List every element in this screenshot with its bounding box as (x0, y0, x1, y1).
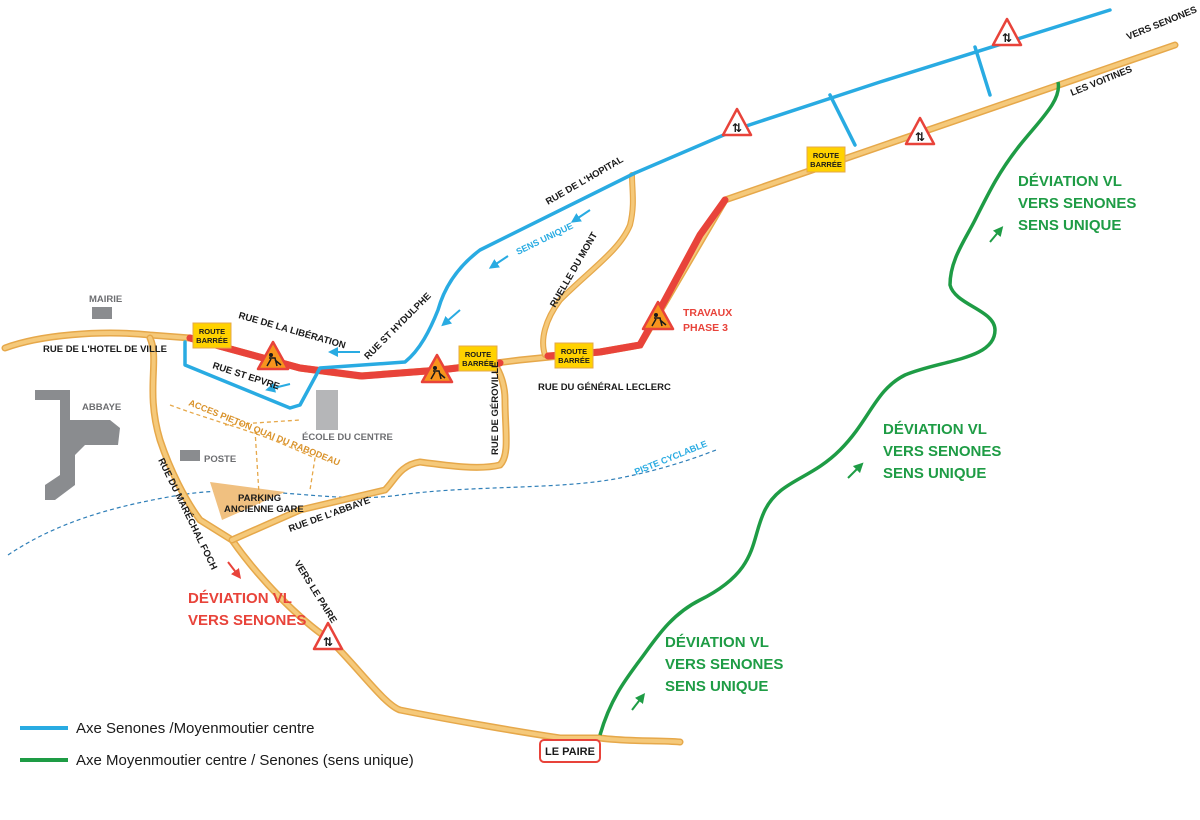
legend-swatch-green (20, 758, 68, 762)
two-way-sign-1: ⇅ (991, 17, 1023, 47)
roadworks-sign-1 (256, 340, 290, 371)
svg-text:VERS SENONES: VERS SENONES (1018, 195, 1136, 212)
label-phase: PHASE 3 (683, 322, 728, 334)
legend: Axe Senones /Moyenmoutier centre Axe Moy… (20, 712, 414, 776)
street-marechal-foch: RUE DU MARÉCHAL FOCH (155, 456, 219, 571)
green-direction-arrows (631, 226, 1004, 711)
label-poste: POSTE (204, 454, 236, 465)
legend-label-green: Axe Moyenmoutier centre / Senones (sens … (76, 751, 414, 769)
svg-text:SENS UNIQUE: SENS UNIQUE (665, 678, 768, 695)
svg-text:BARRÉE: BARRÉE (558, 356, 590, 365)
street-geroville: RUE DE GÉROVILLE (490, 362, 501, 455)
svg-text:SENS UNIQUE: SENS UNIQUE (883, 465, 986, 482)
legend-item-green: Axe Moyenmoutier centre / Senones (sens … (20, 744, 414, 776)
svg-text:DÉVIATION VL: DÉVIATION VL (1018, 173, 1122, 190)
svg-text:VERS SENONES: VERS SENONES (883, 443, 1001, 460)
route-barree-sign-4: ROUTE BARRÉE (806, 146, 846, 173)
svg-text:⇅: ⇅ (1002, 31, 1012, 45)
street-general-leclerc: RUE DU GÉNÉRAL LECLERC (538, 382, 671, 393)
svg-text:ROUTE: ROUTE (813, 151, 839, 160)
green-deviation-label-2: DÉVIATION VL VERS SENONES SENS UNIQUE (883, 421, 1001, 482)
roadworks-sign-3 (641, 300, 675, 331)
label-sens-unique: SENS UNIQUE (514, 221, 574, 257)
label-travaux: TRAVAUX (683, 307, 732, 319)
svg-text:BARRÉE: BARRÉE (810, 160, 842, 169)
svg-text:ROUTE: ROUTE (561, 347, 587, 356)
two-way-sign-3: ⇅ (904, 116, 936, 146)
street-vers-senones: VERS SENONES (1125, 4, 1199, 42)
street-hotel-de-ville: RUE DE L'HOTEL DE VILLE (43, 344, 167, 355)
mairie-building (92, 307, 112, 319)
blue-axis (183, 8, 1112, 410)
svg-text:VERS SENONES: VERS SENONES (665, 656, 783, 673)
blue-direction-arrows (265, 209, 591, 393)
legend-item-blue: Axe Senones /Moyenmoutier centre (20, 712, 414, 744)
svg-text:⇅: ⇅ (915, 130, 925, 144)
label-piste-cyclable: PISTE CYCLABLE (633, 439, 709, 477)
red-deviation-arrow (227, 561, 242, 579)
red-deviation-label: DÉVIATION VL VERS SENONES (188, 590, 306, 629)
svg-text:VERS SENONES: VERS SENONES (188, 612, 306, 629)
roadworks-sign-2 (420, 353, 454, 384)
pedestrian-access (169, 404, 316, 511)
green-axis (598, 81, 1061, 736)
street-liberation: RUE DE LA LIBÉRATION (237, 310, 347, 351)
two-way-sign-4: ⇅ (312, 621, 344, 651)
two-way-sign-2: ⇅ (721, 107, 753, 137)
svg-text:⇅: ⇅ (732, 121, 742, 135)
label-parking-1: PARKING (238, 493, 281, 504)
svg-text:ROUTE: ROUTE (465, 350, 491, 359)
route-barree-sign-1: ROUTE BARRÉE (192, 322, 232, 349)
roads (1, 41, 1179, 746)
label-abbaye: ABBAYE (82, 402, 121, 413)
label-mairie: MAIRIE (89, 294, 122, 305)
svg-text:BARRÉE: BARRÉE (462, 359, 494, 368)
label-parking-2: ANCIENNE GARE (224, 504, 304, 515)
street-st-hydulphe: RUE ST HYDULPHE (362, 291, 433, 362)
cycle-path (7, 449, 717, 556)
green-deviation-label-3: DÉVIATION VL VERS SENONES SENS UNIQUE (665, 634, 783, 695)
abbaye-building (35, 390, 120, 500)
svg-text:BARRÉE: BARRÉE (196, 336, 228, 345)
legend-label-blue: Axe Senones /Moyenmoutier centre (76, 719, 315, 737)
green-deviation-label-1: DÉVIATION VL VERS SENONES SENS UNIQUE (1018, 173, 1136, 234)
svg-text:DÉVIATION VL: DÉVIATION VL (188, 590, 292, 607)
route-barree-sign-3: ROUTE BARRÉE (554, 342, 594, 369)
svg-text:ROUTE: ROUTE (199, 327, 225, 336)
svg-text:DÉVIATION VL: DÉVIATION VL (883, 421, 987, 438)
svg-text:LE PAIRE: LE PAIRE (545, 746, 595, 758)
parking-area (210, 482, 285, 520)
poste-building (180, 450, 200, 461)
svg-text:⇅: ⇅ (323, 635, 333, 649)
svg-text:DÉVIATION VL: DÉVIATION VL (665, 634, 769, 651)
label-ecole: ÉCOLE DU CENTRE (302, 432, 393, 443)
svg-text:SENS UNIQUE: SENS UNIQUE (1018, 217, 1121, 234)
route-barree-sign-2: ROUTE BARRÉE (458, 345, 498, 372)
ecole-building (316, 390, 338, 430)
legend-swatch-blue (20, 726, 68, 730)
le-paire-box: LE PAIRE (539, 739, 601, 763)
